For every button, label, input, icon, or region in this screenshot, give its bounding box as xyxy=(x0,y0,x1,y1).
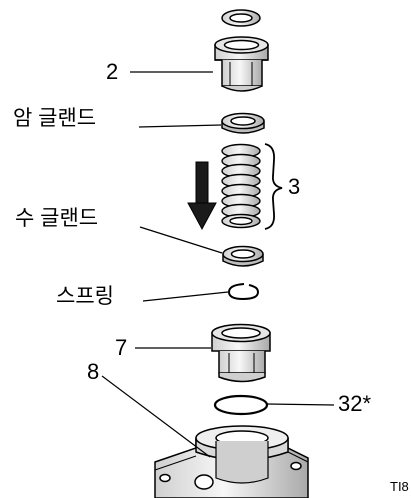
label-part-32: 32* xyxy=(338,391,372,416)
leader-part-32 xyxy=(266,403,335,406)
label-part-8: 8 xyxy=(87,359,100,384)
label-part-2: 2 xyxy=(106,59,119,84)
nut-part-7 xyxy=(211,323,271,383)
housing-part-8 xyxy=(154,425,309,498)
label-female-gland: 암 글랜드 xyxy=(13,107,97,130)
packing-stack-part-3 xyxy=(221,143,261,229)
leader-female-gland xyxy=(138,124,222,128)
label-part-3: 3 xyxy=(288,174,301,199)
male-gland-ring xyxy=(222,245,264,267)
label-spring: 스프링 xyxy=(56,285,114,308)
nut-part-2 xyxy=(214,36,269,92)
down-arrow-icon xyxy=(187,161,217,231)
female-gland-ring xyxy=(221,112,265,134)
leader-spring xyxy=(142,291,229,302)
label-part-7: 7 xyxy=(115,335,128,360)
part-3-bracket xyxy=(264,143,283,230)
figure-reference: TI8 xyxy=(390,479,409,494)
leader-lines xyxy=(101,71,335,458)
o-ring-part-32 xyxy=(213,394,269,416)
leader-part-8 xyxy=(101,375,211,458)
spring-ring xyxy=(227,283,260,301)
top-washer xyxy=(221,9,261,27)
leader-male-gland xyxy=(139,226,223,254)
label-male-gland: 수 글랜드 xyxy=(15,207,99,230)
